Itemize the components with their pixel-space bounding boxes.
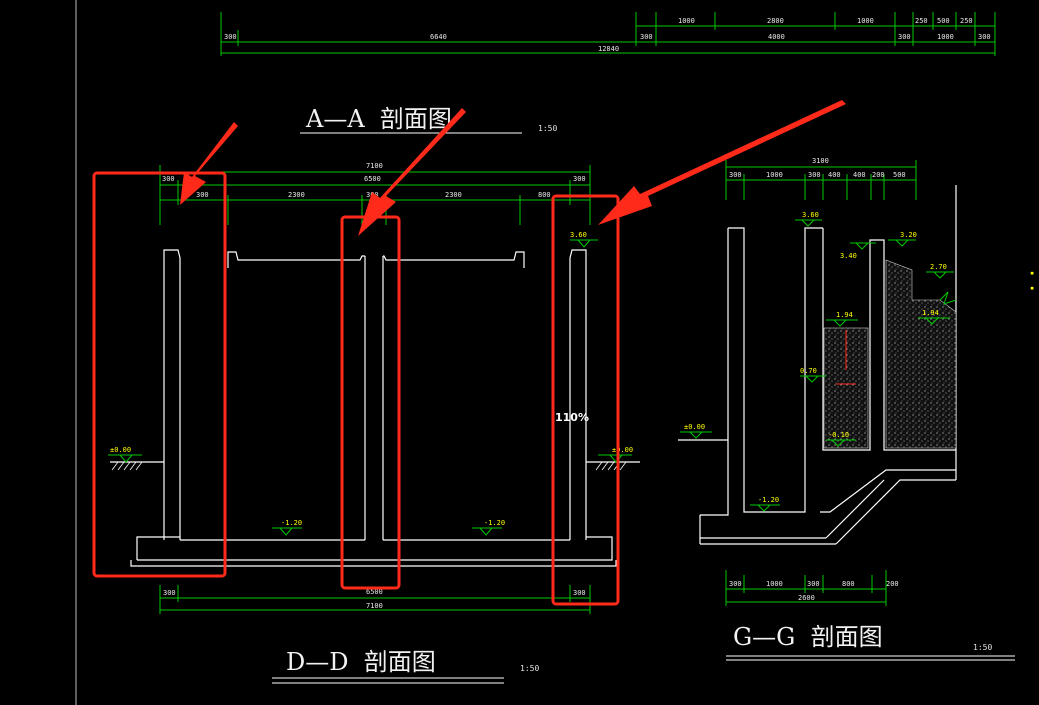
- dd-level-markers: [108, 239, 632, 536]
- gg-level-5: 1.94: [922, 309, 939, 317]
- highlight-box-right-wall[interactable]: [551, 194, 620, 606]
- top-dimension-chain: [220, 12, 996, 56]
- gg-top-dimension-labels: 3100 300 1000 300 400 400 200 500: [729, 157, 906, 179]
- gg-bdim-overall: 2600: [798, 594, 815, 602]
- gg-level-7: -0.10: [828, 431, 849, 439]
- aa-title-text: A—A 剖面图: [305, 105, 452, 133]
- gg-bottom-dimension-labels: 300 1000 300 800 200 2600: [729, 580, 899, 602]
- dd-level-top: 3.60: [570, 231, 587, 239]
- gg-section-title: G—G 剖面图 1:50: [726, 623, 1015, 661]
- aa-section-title: A—A 剖面图 1:50: [300, 105, 557, 134]
- gg-dim-5: 200: [872, 171, 885, 179]
- gg-top-dimensions: [725, 160, 917, 200]
- dd-dim-mid-l: 2300: [288, 191, 305, 199]
- dd-dim-right: 300: [573, 175, 586, 183]
- dd-bdim-left: 300: [163, 589, 176, 597]
- top-dim-r1-4: 500: [937, 17, 950, 25]
- gg-bdim-1: 1000: [766, 580, 783, 588]
- dd-level-ground-left: ±0.00: [110, 446, 131, 454]
- dd-dim-left: 300: [162, 175, 175, 183]
- gg-level-4: 1.94: [836, 311, 853, 319]
- top-dim-r1-1: 2800: [767, 17, 784, 25]
- gg-level-0: 3.60: [802, 211, 819, 219]
- dd-level-bottom-right: -1.20: [484, 519, 505, 527]
- gg-bdim-4: 200: [886, 580, 899, 588]
- dd-title-text: D—D 剖面图: [286, 648, 436, 676]
- dd-bdim-right: 300: [573, 589, 586, 597]
- gg-level-2: 3.20: [900, 231, 917, 239]
- dd-dim-mid-r: 2300: [445, 191, 462, 199]
- dd-structure-outline: [110, 249, 640, 567]
- dd-dim-overall: 7100: [366, 162, 383, 170]
- svg-text:▪: ▪: [1030, 269, 1034, 277]
- gg-level-9: -1.20: [758, 496, 779, 504]
- gg-scale-text: 1:50: [973, 643, 992, 652]
- gg-dim-6: 500: [893, 171, 906, 179]
- top-dim-r1-2: 1000: [857, 17, 874, 25]
- top-dim-total: 12840: [598, 45, 619, 53]
- gg-level-1: 3.40: [840, 252, 857, 260]
- dd-level-ground-right: ±0.00: [612, 446, 633, 454]
- dd-bottom-dimension-labels: 300 6500 300 7100: [163, 588, 586, 610]
- gg-bottom-dimensions: [725, 570, 887, 606]
- gg-title-text: G—G 剖面图: [733, 623, 883, 651]
- gg-level-6: 0.70: [800, 367, 817, 375]
- right-edge-fragment: ▪ ▪: [1030, 269, 1034, 292]
- zoom-level-label: 110%: [555, 411, 589, 424]
- gg-level-3: 2.70: [930, 263, 947, 271]
- dd-bdim-overall: 7100: [366, 602, 383, 610]
- gg-bdim-2: 300: [807, 580, 820, 588]
- top-dim-r2-1: 6640: [430, 33, 447, 41]
- gg-bdim-3: 800: [842, 580, 855, 588]
- top-dim-r2-6: 300: [978, 33, 991, 41]
- dd-level-bottom-left: -1.20: [281, 519, 302, 527]
- gg-dim-1: 1000: [766, 171, 783, 179]
- dd-level-labels: 3.60 ±0.00 ±0.00 -1.20 -1.20: [110, 231, 633, 527]
- red-arrow-icon: [180, 122, 238, 205]
- top-dim-r2-2: 300: [640, 33, 653, 41]
- red-arrow-icon: [358, 108, 466, 236]
- gg-bdim-0: 300: [729, 580, 742, 588]
- gg-red-markers: [836, 330, 856, 385]
- top-dimension-labels: 1000 2800 1000 250 500 250 300 6640 300 …: [224, 17, 991, 53]
- dd-dim-left-b: 300: [196, 191, 209, 199]
- gg-level-8: ±0.00: [684, 423, 705, 431]
- dd-dim-right-a: 800: [538, 191, 551, 199]
- gg-level-markers: [680, 219, 957, 512]
- gg-dim-3: 400: [828, 171, 841, 179]
- highlight-box-left-wall[interactable]: [92, 171, 227, 578]
- top-dim-r1-0: 1000: [678, 17, 695, 25]
- top-dim-r2-0: 300: [224, 33, 237, 41]
- annotation-arrows: [180, 100, 846, 236]
- aa-scale-text: 1:50: [538, 124, 557, 133]
- top-dim-r2-4: 300: [898, 33, 911, 41]
- top-dim-r1-5: 250: [960, 17, 973, 25]
- top-dim-r1-3: 250: [915, 17, 928, 25]
- gg-dim-overall: 3100: [812, 157, 829, 165]
- gg-dim-4: 400: [853, 171, 866, 179]
- gg-structure-outline: [678, 185, 957, 545]
- red-arrow-icon: [598, 100, 846, 225]
- top-dim-r2-5: 1000: [937, 33, 954, 41]
- gg-level-labels: 3.60 3.40 3.20 2.70 1.94 1.94 0.70 -0.10…: [684, 211, 947, 504]
- gg-dim-0: 300: [729, 171, 742, 179]
- dd-dim-inner: 6500: [364, 175, 381, 183]
- dd-ground-hatch: [111, 461, 627, 471]
- dd-bdim-inner: 6500: [366, 588, 383, 596]
- dd-section-title: D—D 剖面图 1:50: [272, 648, 539, 684]
- dd-bottom-dimensions: [159, 585, 591, 614]
- gg-dim-2: 300: [808, 171, 821, 179]
- svg-text:▪: ▪: [1030, 284, 1034, 292]
- dd-scale-text: 1:50: [520, 664, 539, 673]
- top-dim-r2-3: 4000: [768, 33, 785, 41]
